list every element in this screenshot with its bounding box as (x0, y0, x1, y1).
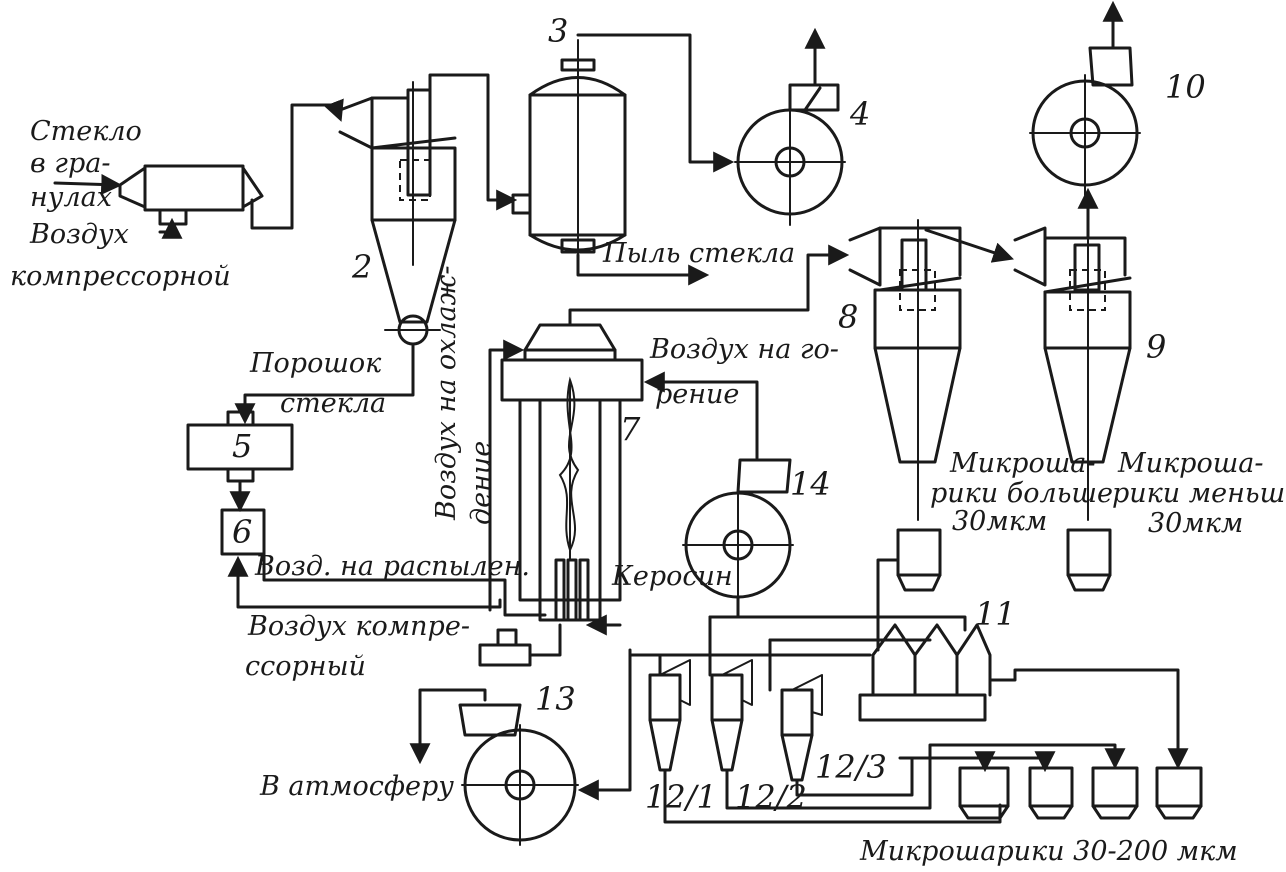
powder-feed-pipe (234, 342, 415, 425)
bin8-to-manifold (876, 558, 900, 652)
cooling-air-arrow (488, 339, 525, 612)
compressed-air-return (227, 555, 502, 609)
number-3: 3 (548, 12, 568, 50)
number-6: 6 (232, 513, 252, 551)
classifier-outlet-lines (663, 768, 1002, 824)
label-atmosphere: В атмосферу (259, 771, 454, 802)
fan14-to-manifold (708, 596, 740, 657)
label-air-comp-1: Воздух (29, 219, 129, 250)
label-micro-small-3: 30мкм (1148, 508, 1243, 539)
filter-3 (511, 39, 627, 276)
label-powder-2: стекла (280, 388, 386, 419)
label-micro-small-2: рики меньше (1112, 478, 1286, 509)
label-glass-2: в гра- (30, 148, 110, 179)
atomizing-air-pipe (262, 546, 547, 617)
label-powder-1: Порошок (249, 348, 382, 379)
classifier-12-1 (648, 659, 691, 772)
label-glass-1: Стекло (30, 116, 142, 147)
label-air-comp2-1: Воздух компре- (247, 611, 470, 642)
number-12-1: 12/1 (645, 778, 717, 816)
label-air-comp2-2: ссорный (245, 651, 366, 682)
label-atomizing-air: Возд. на распылен. (254, 551, 530, 582)
number-9: 9 (1146, 328, 1166, 366)
fan13-inlet (577, 648, 632, 801)
filter-to-fan4-pipe (576, 33, 735, 173)
label-cooling-2: дение (466, 441, 497, 525)
number-14: 14 (790, 465, 831, 503)
label-micro-range: Микрошарики 30-200 мкм (859, 836, 1238, 867)
hopper-group-11 (858, 623, 992, 722)
unit-6 (220, 508, 266, 556)
compressed-air-feed (158, 217, 183, 239)
burner-nozzle (478, 623, 562, 667)
fan-10 (1029, 46, 1141, 196)
unit-5 (186, 410, 294, 483)
fan13-exhaust (409, 688, 487, 765)
number-2: 2 (351, 248, 372, 286)
classifier3-outlet-line (795, 751, 1056, 797)
cyclone-2 (338, 81, 457, 346)
manifold-top (708, 615, 967, 632)
number-5: 5 (232, 427, 252, 465)
bin-under-8 (896, 528, 942, 592)
label-micro-big-2: рики больше (930, 478, 1113, 509)
label-kerosene: Керосин (611, 561, 733, 592)
final-bin-2 (1028, 766, 1074, 820)
fan-14 (682, 458, 794, 606)
number-12-2: 12/2 (735, 778, 807, 816)
label-glass-3: нулах (30, 182, 112, 213)
cyclone-8 (848, 219, 962, 521)
text-labels: Стекло в гра- нулах Воздух компрессорной… (10, 116, 1286, 867)
bin-under-9 (1066, 528, 1112, 592)
fan-4 (734, 83, 846, 226)
number-10: 10 (1165, 68, 1206, 106)
number-7: 7 (620, 410, 641, 448)
equipment-numbers: 2 3 4 5 6 7 8 9 10 11 13 14 12/1 12/2 12… (232, 12, 1206, 816)
classifier2-outlet-line (725, 743, 1126, 810)
number-4: 4 (849, 95, 870, 133)
number-8: 8 (838, 298, 858, 336)
cyclone-9 (1013, 226, 1132, 521)
number-13: 13 (535, 680, 576, 718)
glass-feed-arrow (53, 173, 123, 195)
final-bin-4 (1155, 766, 1203, 820)
label-glass-dust: Пыль стекла (602, 238, 795, 269)
dryer-outlet-pipe (250, 98, 344, 230)
furnace-7 (500, 323, 644, 622)
label-combustion-2: рение (655, 379, 739, 410)
granule-dryer (118, 164, 264, 226)
combustion-air-pipe (643, 371, 759, 460)
exhaust-to-cyclone8-pipe (568, 244, 850, 327)
final-bin-3 (1091, 766, 1139, 820)
label-micro-small-1: Микроша- (1117, 448, 1264, 479)
fan-13 (458, 703, 579, 846)
number-12-3: 12/3 (815, 748, 887, 786)
classifier3-alt-line (898, 751, 996, 773)
cyclone2-to-filter-pipe (428, 73, 518, 211)
label-micro-big-1: Микроша- (949, 448, 1096, 479)
hopper11-to-bin-pipe (988, 668, 1189, 770)
label-air-comp-2: компрессорной (10, 261, 231, 292)
label-cooling-1: Воздух на охлаж- (431, 266, 462, 521)
glass-dust-outlet (576, 253, 710, 286)
final-bin-1 (958, 766, 1010, 820)
label-micro-big-3: 30мкм (952, 506, 1047, 537)
label-combustion-1: Воздух на го- (649, 334, 839, 365)
cyclone8-to-cyclone9-pipe (924, 228, 1014, 263)
number-11: 11 (975, 595, 1016, 633)
classifier-12-2 (710, 659, 753, 772)
